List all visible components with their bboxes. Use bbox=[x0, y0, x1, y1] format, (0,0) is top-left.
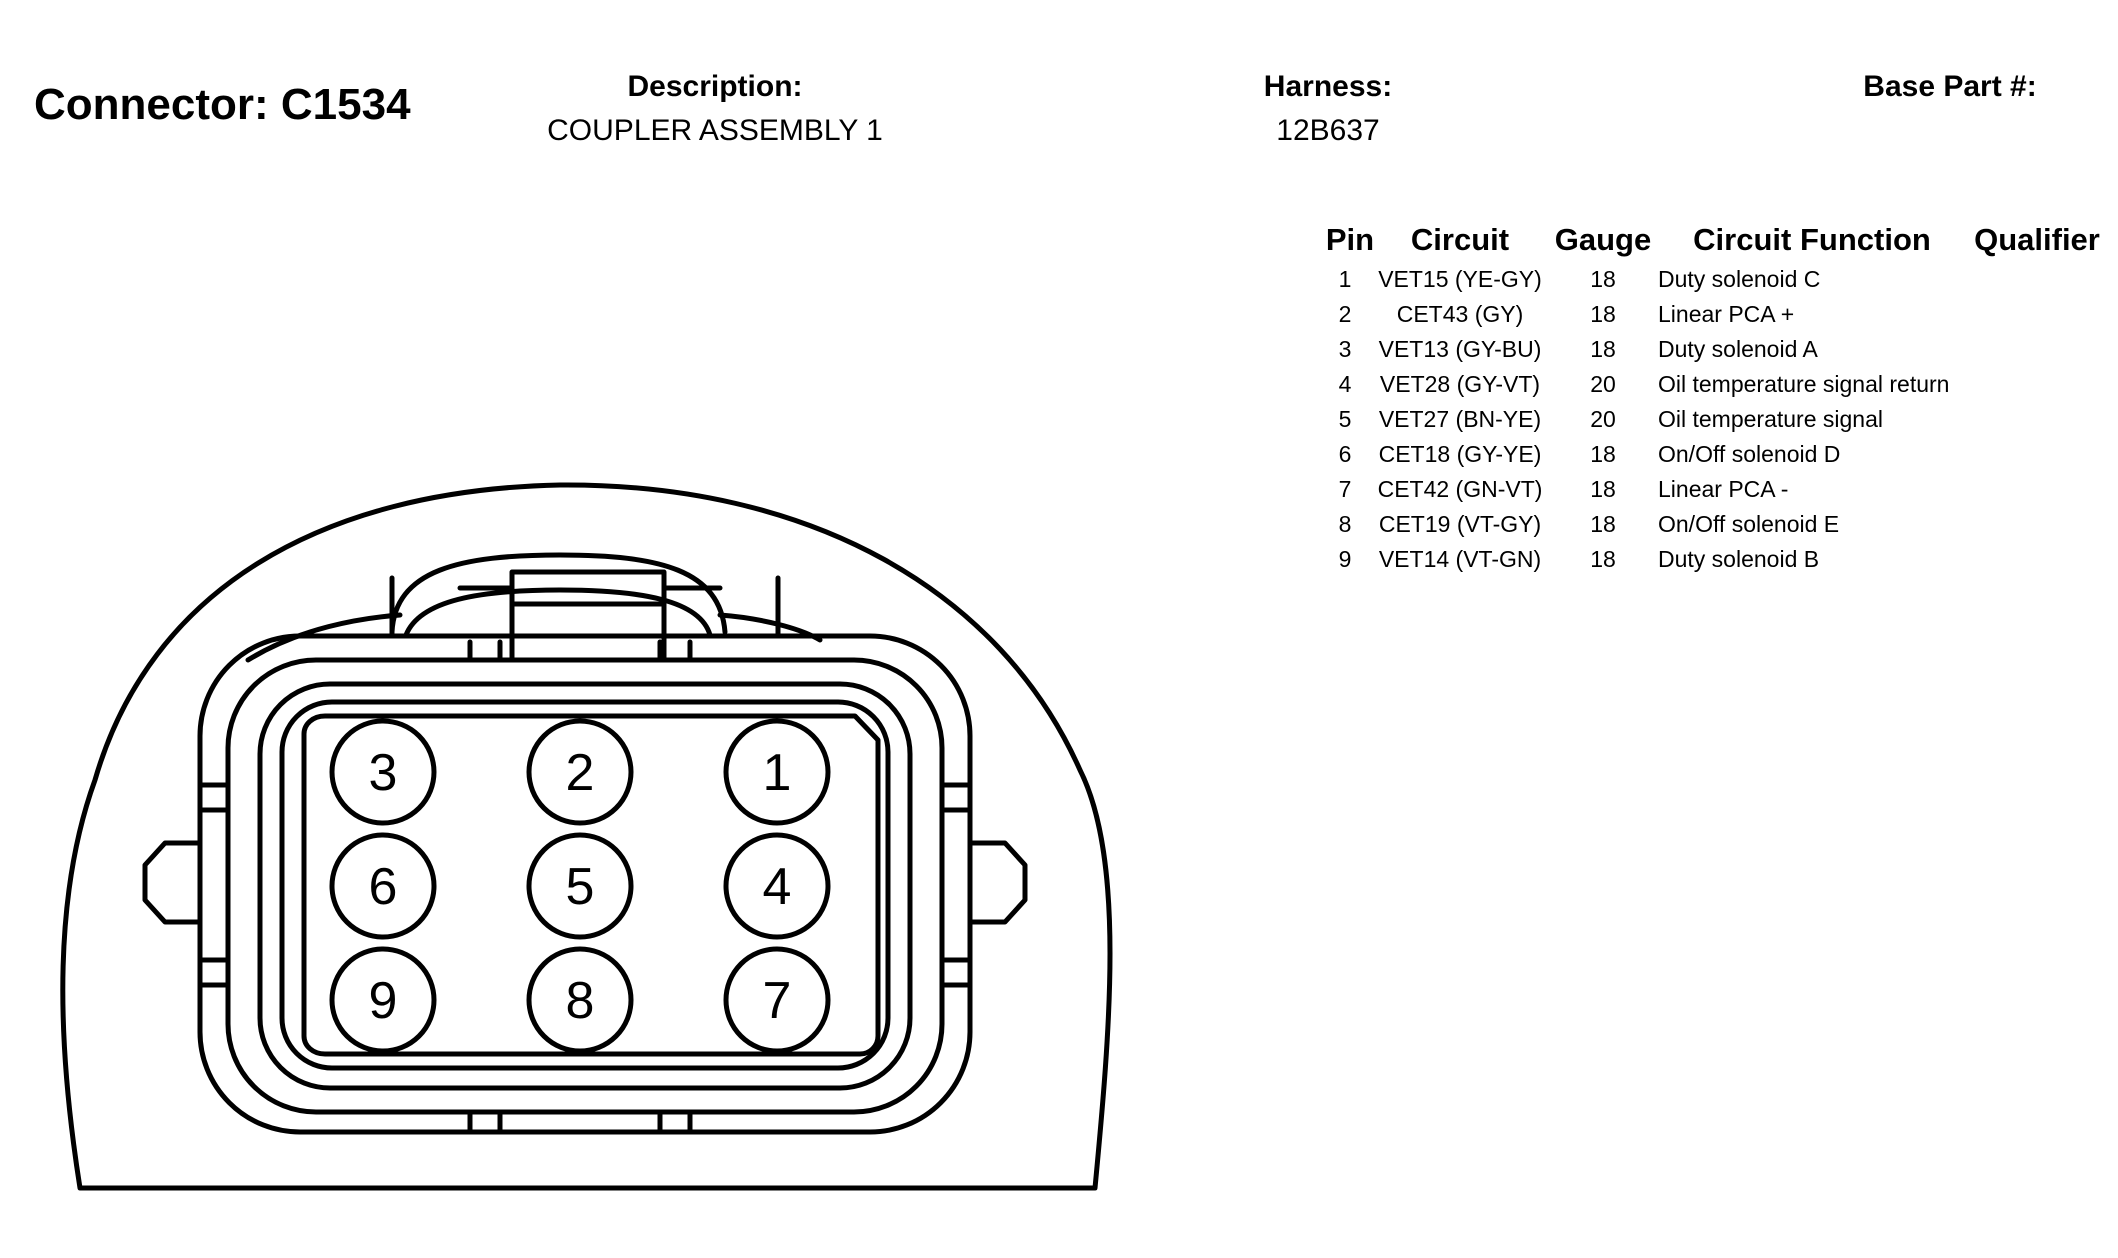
cell-pin: 1 bbox=[1338, 266, 1352, 292]
connector-face-diagram: 3 2 1 6 5 4 9 8 bbox=[60, 482, 1113, 1191]
cell-function: Duty solenoid C bbox=[1658, 266, 1821, 292]
cell-circuit: VET27 (BN-YE) bbox=[1378, 406, 1542, 432]
cell-circuit: VET28 (GY-VT) bbox=[1379, 371, 1541, 397]
base-part-label: Base Part #: bbox=[1863, 70, 2037, 103]
cell-pin: 2 bbox=[1338, 301, 1352, 327]
pin-cavities: 3 2 1 6 5 4 9 8 bbox=[329, 718, 831, 1054]
connector-title: Connector: C1534 bbox=[34, 80, 411, 129]
table-row: 6 CET18 (GY-YE) 18 On/Off solenoid D bbox=[0, 441, 2118, 476]
table-row: 5 VET27 (BN-YE) 20 Oil temperature signa… bbox=[0, 406, 2118, 441]
pin-label: 2 bbox=[566, 744, 595, 802]
header-pin: Pin bbox=[1325, 222, 1375, 257]
table-row: 3 VET13 (GY-BU) 18 Duty solenoid A bbox=[0, 336, 2118, 371]
pin-label: 5 bbox=[566, 858, 595, 916]
cell-gauge: 20 bbox=[1590, 406, 1616, 432]
cell-function: Duty solenoid A bbox=[1658, 336, 1818, 362]
cell-function: Duty solenoid B bbox=[1658, 546, 1820, 572]
cell-circuit: VET14 (VT-GN) bbox=[1378, 546, 1542, 572]
cell-circuit: VET15 (YE-GY) bbox=[1378, 266, 1542, 292]
cell-function: Oil temperature signal bbox=[1658, 406, 1883, 432]
header-circuit: Circuit bbox=[1410, 222, 1510, 257]
pin-cavity: 4 bbox=[723, 832, 831, 940]
shell-3 bbox=[257, 681, 913, 1091]
description-label: Description: bbox=[627, 70, 803, 103]
pin-label: 8 bbox=[566, 972, 595, 1030]
cell-gauge: 18 bbox=[1590, 476, 1616, 502]
pin-cavity: 1 bbox=[723, 718, 831, 826]
right-ear bbox=[967, 840, 1028, 925]
outer-housing bbox=[60, 482, 1113, 1191]
cell-pin: 6 bbox=[1338, 441, 1352, 467]
pin-label: 6 bbox=[369, 858, 398, 916]
cell-circuit: CET42 (GN-VT) bbox=[1377, 476, 1543, 502]
harness-value: 12B637 bbox=[1276, 114, 1380, 147]
header-circuit-function: Circuit Function bbox=[1693, 222, 1931, 257]
cell-circuit: CET43 (GY) bbox=[1396, 301, 1524, 327]
cell-circuit: CET18 (GY-YE) bbox=[1378, 441, 1542, 467]
table-row: 1 VET15 (YE-GY) 18 Duty solenoid C bbox=[0, 266, 2118, 301]
cell-gauge: 18 bbox=[1590, 336, 1616, 362]
table-row: 2 CET43 (GY) 18 Linear PCA + bbox=[0, 301, 2118, 336]
cell-gauge: 18 bbox=[1590, 301, 1616, 327]
pin-cavity: 2 bbox=[526, 718, 634, 826]
description-value: COUPLER ASSEMBLY 1 bbox=[547, 114, 883, 147]
shell-4 bbox=[279, 699, 891, 1071]
top-latch bbox=[245, 552, 823, 663]
side-ribs bbox=[197, 782, 973, 988]
cell-pin: 7 bbox=[1338, 476, 1352, 502]
shell-outer bbox=[197, 633, 973, 1135]
pin-cavity: 8 bbox=[526, 946, 634, 1054]
cell-circuit: CET19 (VT-GY) bbox=[1378, 511, 1542, 537]
harness-label: Harness: bbox=[1263, 70, 1393, 103]
cell-gauge: 18 bbox=[1590, 546, 1616, 572]
cell-circuit: VET13 (GY-BU) bbox=[1378, 336, 1542, 362]
cell-function: On/Off solenoid E bbox=[1658, 511, 1840, 537]
header-gauge: Gauge bbox=[1554, 222, 1652, 257]
cell-function: Oil temperature signal return bbox=[1658, 371, 1950, 397]
table-row: 8 CET19 (VT-GY) 18 On/Off solenoid E bbox=[0, 511, 2118, 546]
cell-gauge: 18 bbox=[1590, 266, 1616, 292]
table-row: 7 CET42 (GN-VT) 18 Linear PCA - bbox=[0, 476, 2118, 511]
cell-gauge: 18 bbox=[1590, 441, 1616, 467]
cell-function: Linear PCA - bbox=[1658, 476, 1789, 502]
header-qualifier: Qualifier bbox=[1974, 222, 2100, 257]
cell-function: Linear PCA + bbox=[1658, 301, 1795, 327]
pin-label: 7 bbox=[763, 972, 792, 1030]
pin-label: 1 bbox=[763, 744, 792, 802]
cell-pin: 4 bbox=[1338, 371, 1352, 397]
cell-pin: 3 bbox=[1338, 336, 1352, 362]
pin-cavity: 3 bbox=[329, 718, 437, 826]
cell-pin: 9 bbox=[1338, 546, 1352, 572]
shell-2 bbox=[225, 657, 945, 1115]
pin-label: 9 bbox=[369, 972, 398, 1030]
pin-cavity: 7 bbox=[723, 946, 831, 1054]
cell-pin: 5 bbox=[1338, 406, 1352, 432]
cell-function: On/Off solenoid D bbox=[1658, 441, 1841, 467]
pin-cavity: 5 bbox=[526, 832, 634, 940]
pin-label: 3 bbox=[369, 744, 398, 802]
pin-label: 4 bbox=[763, 858, 792, 916]
table-row: 9 VET14 (VT-GN) 18 Duty solenoid B bbox=[0, 546, 2118, 581]
pin-cavity: 6 bbox=[329, 832, 437, 940]
pin-field bbox=[301, 713, 881, 1057]
cell-gauge: 20 bbox=[1590, 371, 1616, 397]
cell-gauge: 18 bbox=[1590, 511, 1616, 537]
bottom-tabs bbox=[467, 1109, 693, 1135]
pin-cavity: 9 bbox=[329, 946, 437, 1054]
left-ear bbox=[142, 840, 203, 925]
cell-pin: 8 bbox=[1338, 511, 1352, 537]
table-row: 4 VET28 (GY-VT) 20 Oil temperature signa… bbox=[0, 371, 2118, 406]
